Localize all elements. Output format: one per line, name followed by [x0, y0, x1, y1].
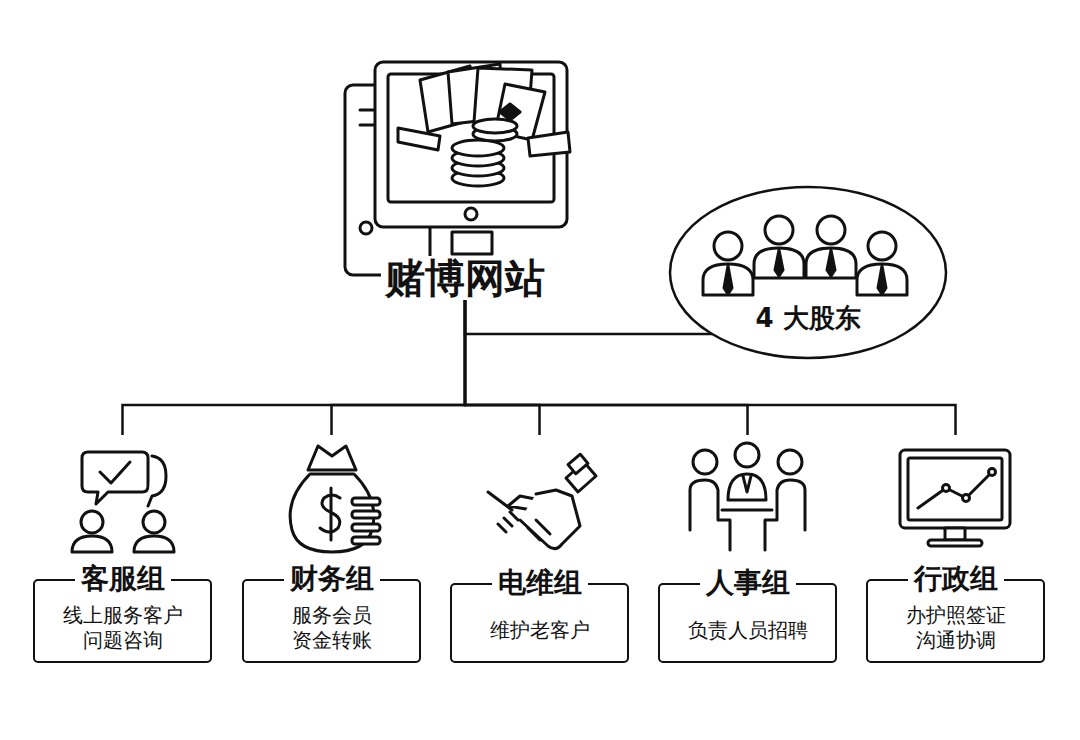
group-duty: 线上服务客户 问题咨询	[43, 603, 202, 653]
shareholder-icons	[703, 216, 907, 295]
tree-connector	[465, 300, 540, 435]
group-duty: 负责人员招聘	[688, 618, 808, 643]
tree-connector	[123, 300, 466, 435]
website-label: 赌博网站	[381, 256, 549, 300]
money-bag-icon	[290, 446, 380, 552]
group-node: 服务会员 资金转账 财务组	[242, 435, 421, 663]
handshake-icon	[488, 454, 596, 548]
tree-connector	[465, 300, 748, 435]
tree-connector	[332, 300, 466, 435]
group-title: 客服组	[75, 564, 171, 595]
tree-connector	[465, 300, 956, 435]
group-node: 维护老客户电维组	[450, 435, 629, 663]
group-node: 负责人员招聘人事组	[658, 435, 837, 663]
meeting-icon	[690, 443, 805, 550]
group-title: 电维组	[492, 568, 588, 599]
group-duty: 服务会员 资金转账	[252, 603, 411, 653]
tree-connector	[465, 300, 712, 334]
group-node: 办护照签证 沟通协调 行政组	[866, 435, 1045, 663]
ellipse-outline	[668, 185, 948, 360]
website-node: 赌博网站	[345, 60, 585, 300]
group-title: 财务组	[284, 564, 380, 595]
shareholder-label: 4 大股东	[755, 301, 860, 336]
group-title: 人事组	[700, 568, 796, 599]
group-title: 行政组	[908, 564, 1004, 595]
chat-icon	[72, 452, 174, 552]
monitor-icon	[900, 450, 1010, 546]
computer-icon	[345, 62, 570, 275]
group-duty: 办护照签证 沟通协调	[876, 603, 1035, 653]
shareholder-node: 4 大股东	[668, 185, 948, 360]
group-duty: 维护老客户	[490, 618, 590, 643]
group-node: 线上服务客户 问题咨询 客服组	[33, 435, 212, 663]
